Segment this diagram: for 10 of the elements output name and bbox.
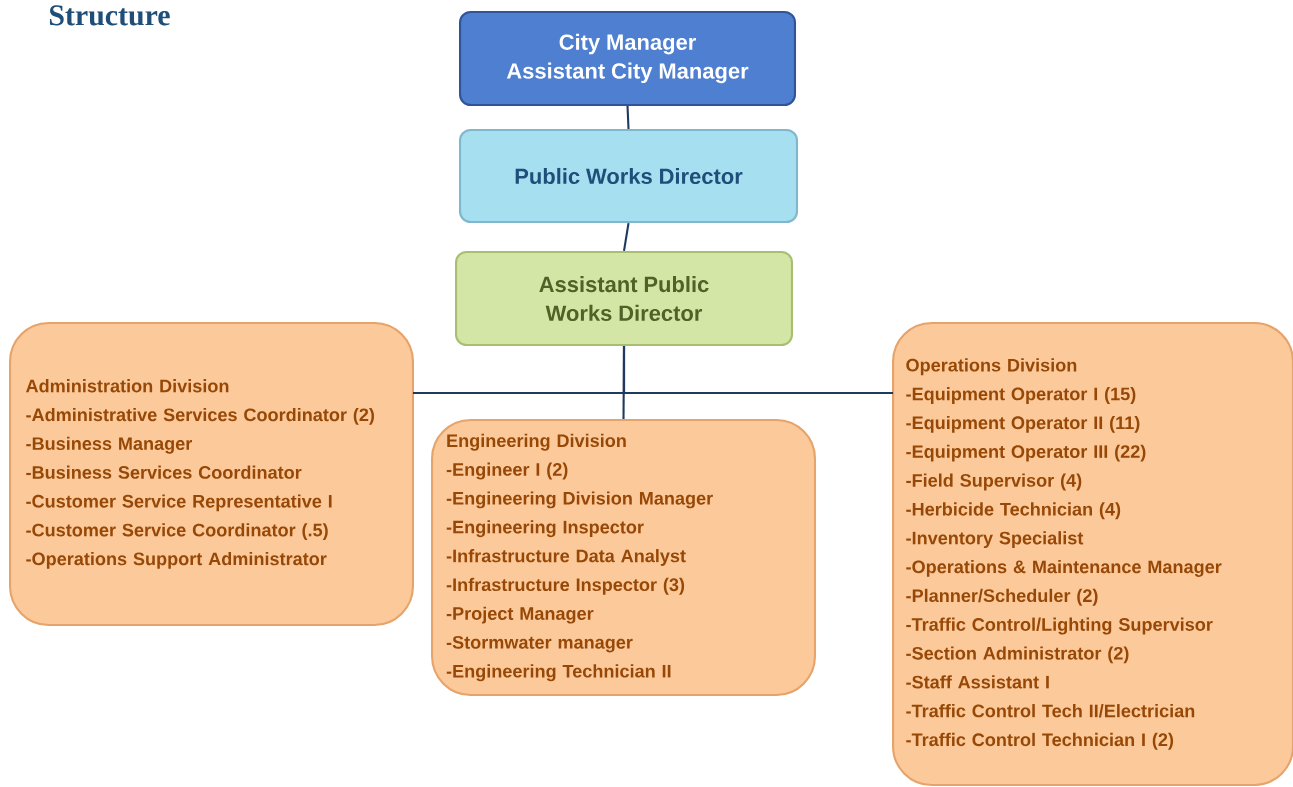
division-box: Operations Division -Equipment Operator I (15) -Equipment Operator II (11) -Equipment Operator III (22) -Field Supervisor (4) -Herbicide Technician (4) -Inventory Specialist -Operations & Maintenance Manager -Planner/Scheduler (2) -Traffic Control/Lighting Supervisor -Section Administrator (2) -Staff Assistant I -Traffic Control Tech II/Electrician -Traffic Control Technician I (2) <box>892 322 1293 786</box>
title-box: City Manager Assistant City Manager <box>459 10 797 107</box>
heading: Structure <box>49 5 170 26</box>
division-box: Engineering Division -Engineer I (2) -Engineering Division Manager -Engineering Inspector -Infrastructure Data Analyst -Infrastructure Inspector (3) -Project Manager -Stormwater manager -Engineering Technician II <box>431 418 817 697</box>
connector-line <box>622 222 630 252</box>
title-box: Assistant Public Works Director <box>455 250 794 347</box>
division-box: Administration Division -Administrative Services Coordinator (2) -Business Manager -Business Services Coordinator -Customer Service Representative I -Customer Service Coordinator (.5) -Operations Support Administrator <box>9 321 415 627</box>
title-box: Public Works Director <box>459 128 799 224</box>
connector-line <box>626 106 630 129</box>
connector-line <box>622 346 893 395</box>
